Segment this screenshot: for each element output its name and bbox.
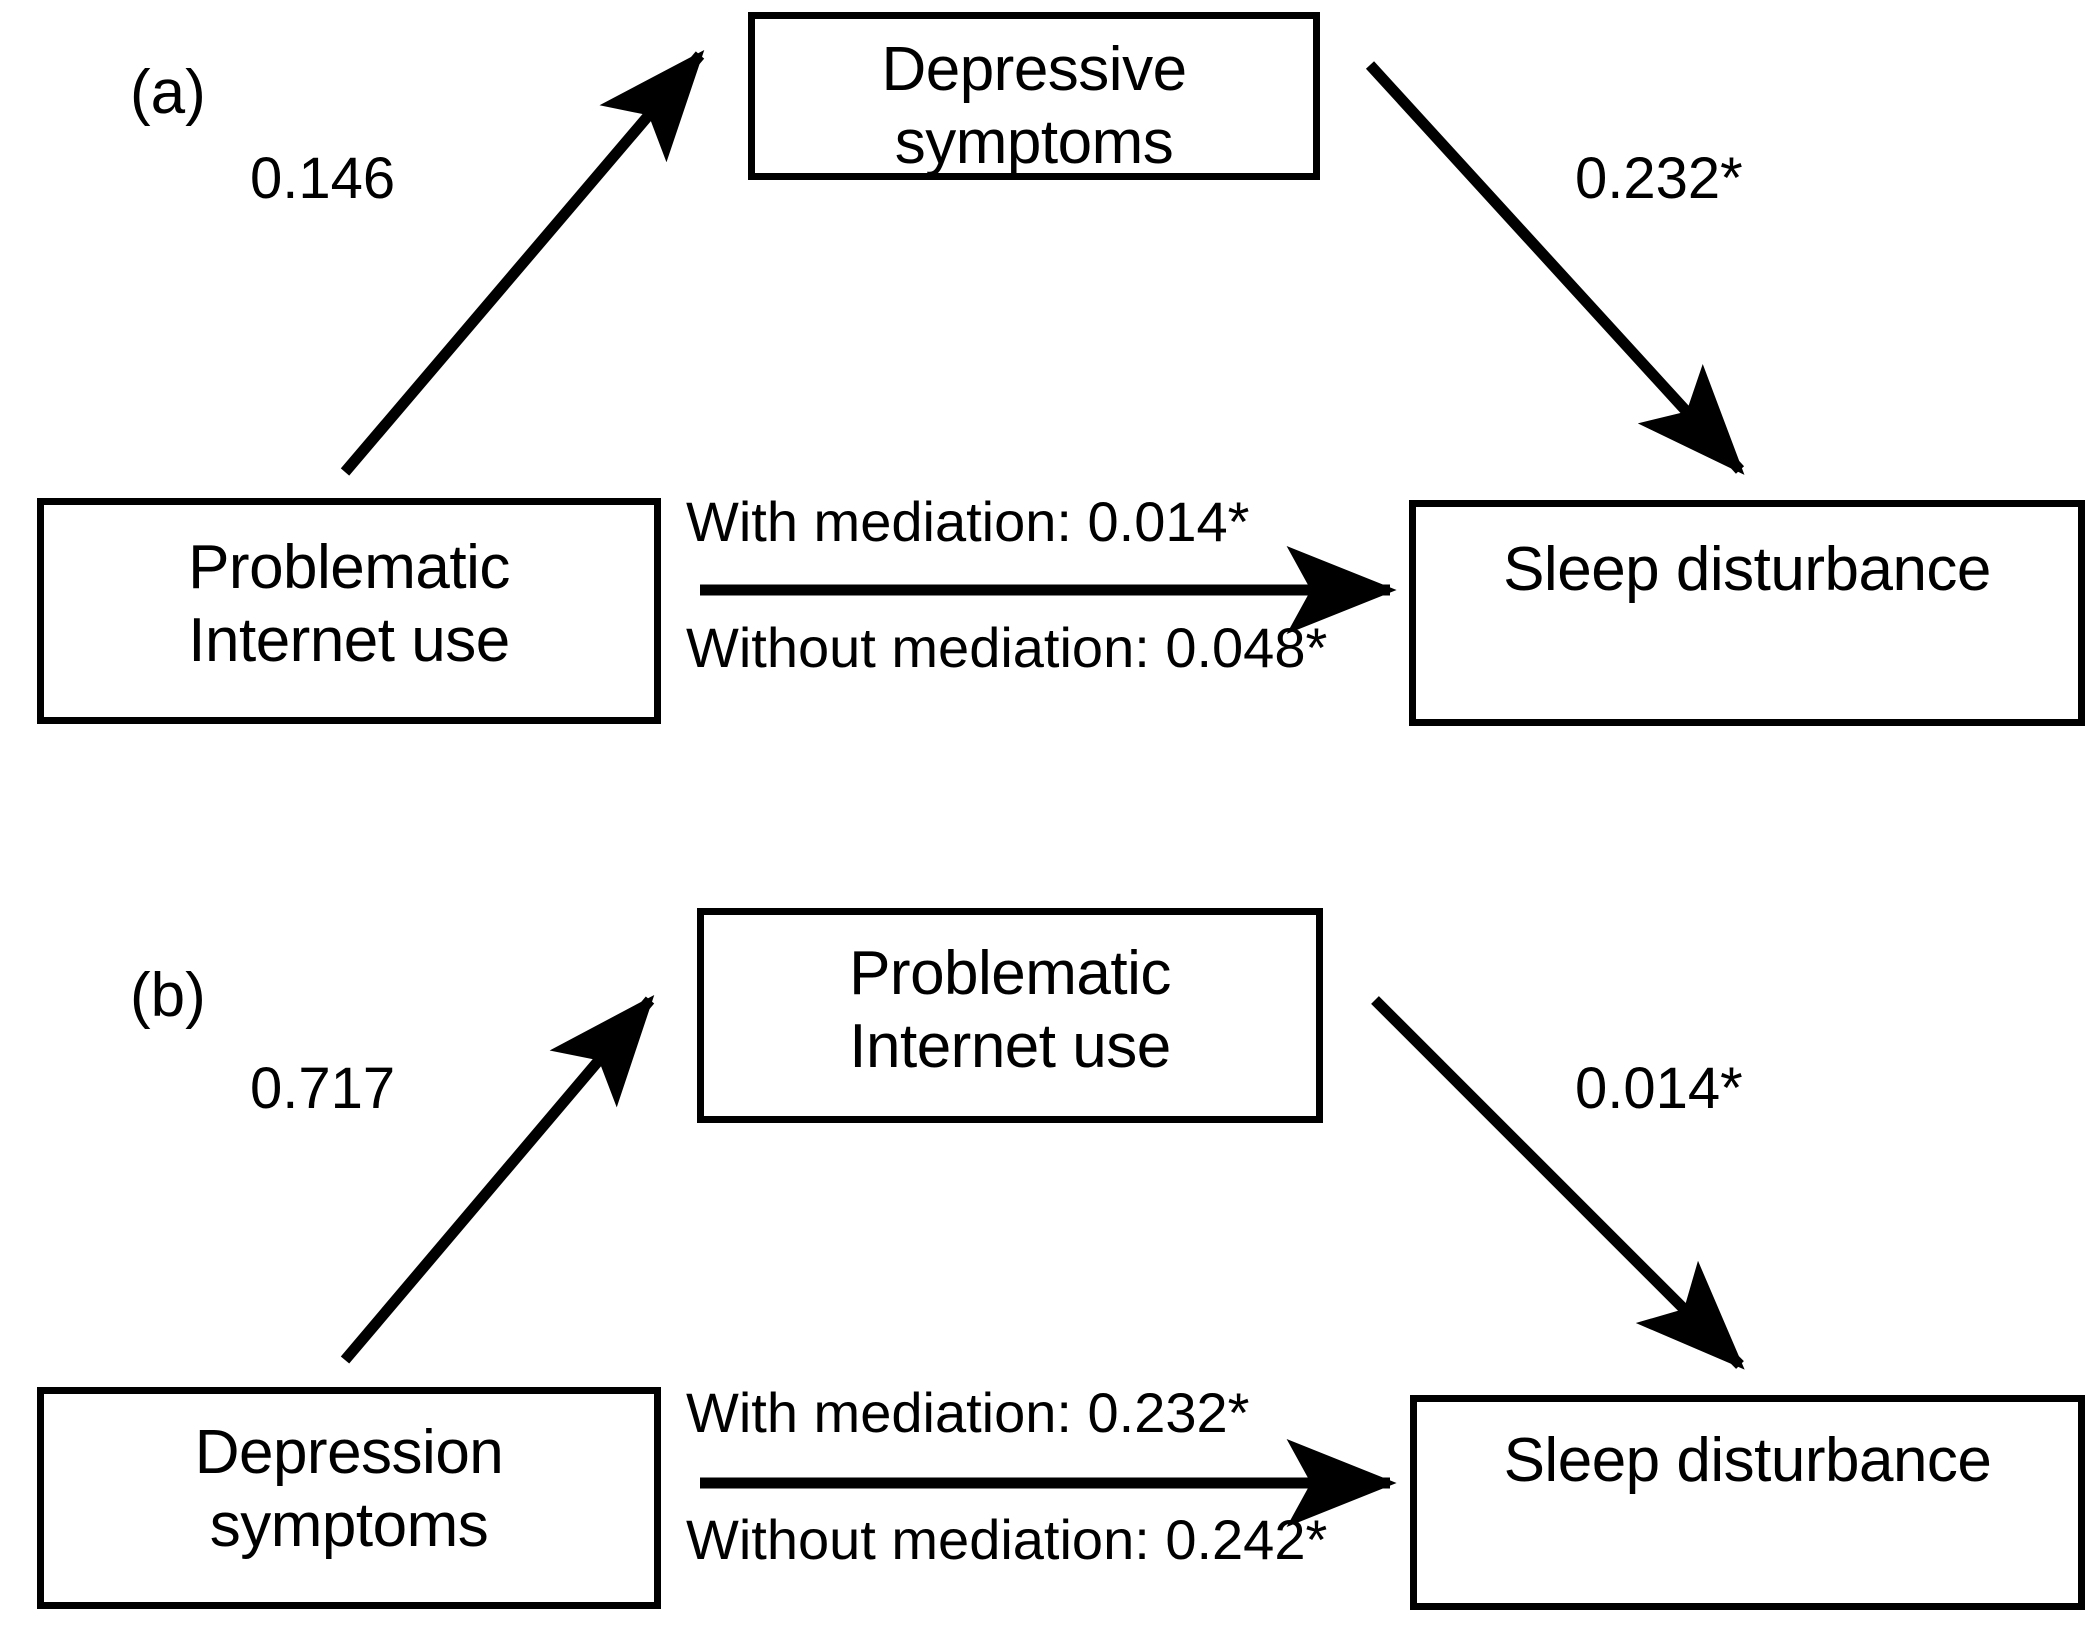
node-b-outcome-label: Sleep disturbance	[1503, 1426, 1992, 1495]
edge-label-a-path: 0.146	[250, 146, 396, 211]
edge-label-a-without-mediation: Without mediation: 0.048*	[686, 616, 1328, 679]
edge-label-b-a-path: 0.717	[250, 1056, 396, 1121]
edge-label-b-b-path: 0.014*	[1575, 1056, 1743, 1121]
edge-label-b-with-mediation: With mediation: 0.232*	[686, 1381, 1250, 1444]
node-a-mediator-label: Depressive symptoms	[881, 35, 1187, 178]
node-b-predictor[interactable]: Depression symptoms	[37, 1387, 661, 1609]
panel-a-letter: (a)	[130, 58, 206, 127]
arrow-b-predictor-to-mediator	[340, 994, 655, 1364]
node-a-predictor-label: Problematic Internet use	[188, 533, 510, 676]
edge-label-b-path: 0.232*	[1575, 146, 1743, 211]
node-b-mediator[interactable]: Problematic Internet use	[697, 908, 1323, 1123]
node-b-predictor-label: Depression symptoms	[194, 1418, 504, 1561]
node-b-mediator-label: Problematic Internet use	[849, 939, 1171, 1082]
arrow-a-mediator-to-outcome	[1365, 61, 1745, 475]
arrow-a-predictor-to-mediator	[340, 49, 705, 476]
arrow-b-mediator-to-outcome	[1371, 996, 1745, 1370]
node-a-outcome-label: Sleep disturbance	[1503, 535, 1991, 604]
edge-label-a-with-mediation: With mediation: 0.014*	[686, 490, 1250, 553]
edge-label-b-without-mediation: Without mediation: 0.242*	[686, 1508, 1328, 1571]
panel-b-letter: (b)	[130, 961, 206, 1030]
node-b-outcome[interactable]: Sleep disturbance	[1410, 1395, 2085, 1610]
node-a-outcome[interactable]: Sleep disturbance	[1409, 500, 2085, 726]
node-a-mediator[interactable]: Depressive symptoms	[748, 12, 1320, 180]
node-a-predictor[interactable]: Problematic Internet use	[37, 498, 661, 724]
